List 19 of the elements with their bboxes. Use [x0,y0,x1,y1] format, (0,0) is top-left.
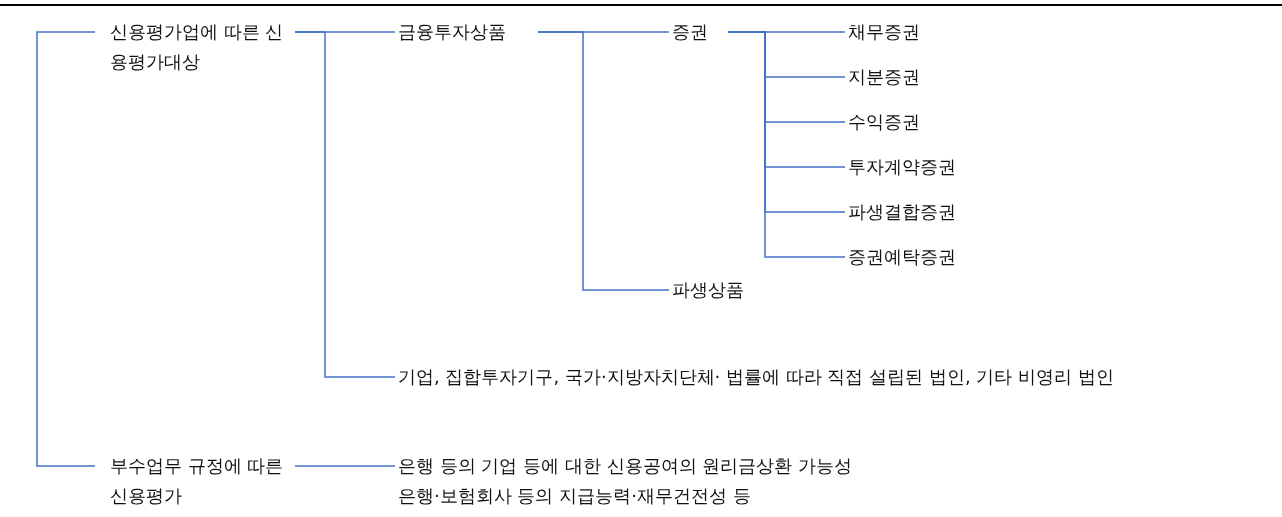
node-text: 은행·보험회사 등의 지급능력·재무건전성 등 [398,484,752,508]
connector-line [537,31,670,291]
node-text: 채무증권 [848,20,921,44]
node-text: 증권예탁증권 [848,245,957,269]
node-text: 금융투자상품 [398,20,507,44]
node-text: 지분증권 [848,65,921,89]
node-text: 파생상품 [672,278,745,302]
node-text: 파생결합증권 [848,200,957,224]
node-text: 수익증권 [848,110,921,134]
node-text: 기업, 집합투자기구, 국가·지방자치단체· 법률에 따라 직접 설립된 법인, 기타 비영리 법인 [398,365,1115,389]
node-text: 부수업무 규정에 따른 신용평가 [110,454,285,508]
node-text: 은행 등의 기업 등에 대한 신용공여의 원리금상환 가능성 [398,454,854,478]
node-text: 투자계약증권 [848,155,957,179]
node-text: 증권 [672,20,709,44]
connector-line [727,31,846,258]
connector-line [294,465,396,467]
connector-line [36,31,96,467]
connector-line [294,31,396,378]
node-text: 신용평가업에 따른 신용평가대상 [110,20,285,74]
